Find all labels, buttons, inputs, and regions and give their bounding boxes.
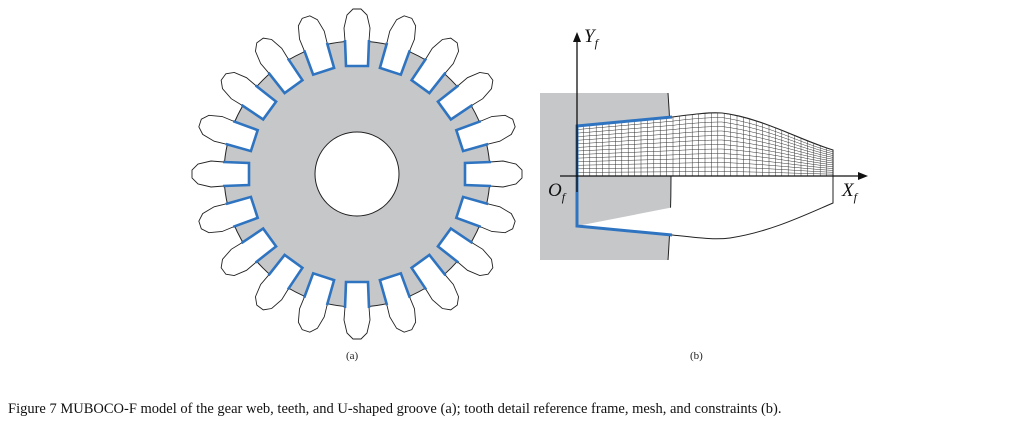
gear-web-model [191, 8, 523, 340]
gear-tooth [198, 114, 260, 153]
mesh-line [577, 148, 833, 166]
gear-tooth [454, 114, 516, 153]
y-axis-label: Yf [584, 26, 598, 50]
gear-tooth [436, 71, 494, 122]
mesh-line [577, 166, 833, 173]
gear-tooth [198, 195, 260, 234]
u-groove-constraint [436, 84, 474, 122]
gear-tooth [378, 15, 417, 77]
u-groove-constraint [343, 280, 371, 309]
mesh-line [577, 117, 833, 153]
u-groove-constraint [267, 57, 305, 95]
u-groove-constraint [302, 42, 336, 77]
gear-tooth [220, 226, 278, 277]
tooth-detail-model [540, 32, 868, 261]
u-groove-constraint [302, 271, 336, 306]
u-groove-constraint [225, 119, 260, 153]
gear-tooth [343, 8, 371, 68]
gear-tooth [343, 280, 371, 340]
gear-tooth [409, 253, 460, 311]
panel-b-label: (b) [690, 350, 703, 362]
u-groove-constraint [267, 253, 305, 291]
origin-label: Of [548, 180, 566, 204]
y-axis-arrow-icon [573, 32, 581, 42]
gear-tooth [297, 15, 336, 77]
figure-caption: Figure 7 MUBOCO-F model of the gear web,… [8, 401, 782, 417]
u-groove-constraint [378, 42, 412, 77]
gear-tooth [409, 37, 460, 95]
mesh-line [577, 121, 833, 154]
gear-tooth [254, 37, 305, 95]
gear-tooth [254, 253, 305, 311]
gear-tooth [436, 226, 494, 277]
gear-tooth [454, 195, 516, 234]
x-axis-label: Xf [842, 180, 857, 204]
gear-tooth [297, 271, 336, 333]
mesh-line [577, 144, 833, 164]
u-groove-constraint [225, 195, 260, 229]
u-groove-constraint [240, 226, 278, 264]
mesh-line [577, 130, 833, 158]
mesh-line [577, 112, 833, 151]
u-groove-constraint [436, 226, 474, 264]
mesh-line [577, 139, 833, 162]
gear-tooth [463, 160, 523, 188]
mesh-line [577, 153, 833, 167]
u-groove-constraint [240, 84, 278, 122]
mesh-line [577, 162, 833, 171]
panel-a-label: (a) [346, 350, 359, 362]
mesh-line [577, 171, 833, 175]
gear-tooth [220, 71, 278, 122]
u-groove-constraint [454, 195, 489, 229]
gear-tooth [191, 160, 251, 188]
gear-tooth [378, 271, 417, 333]
gear-bore [314, 131, 400, 217]
u-groove-constraint [463, 160, 492, 188]
u-groove-constraint [409, 253, 447, 291]
u-groove-constraint [343, 39, 371, 68]
u-groove-constraint [222, 160, 251, 188]
tooth-lower-half [576, 176, 834, 240]
mesh-line [577, 135, 833, 160]
u-groove-constraint [454, 119, 489, 153]
u-groove-constraint [409, 57, 447, 95]
x-axis-arrow-icon [858, 172, 868, 180]
u-groove-constraint [378, 271, 412, 306]
mesh-line [577, 157, 833, 169]
mesh-line [577, 126, 833, 156]
